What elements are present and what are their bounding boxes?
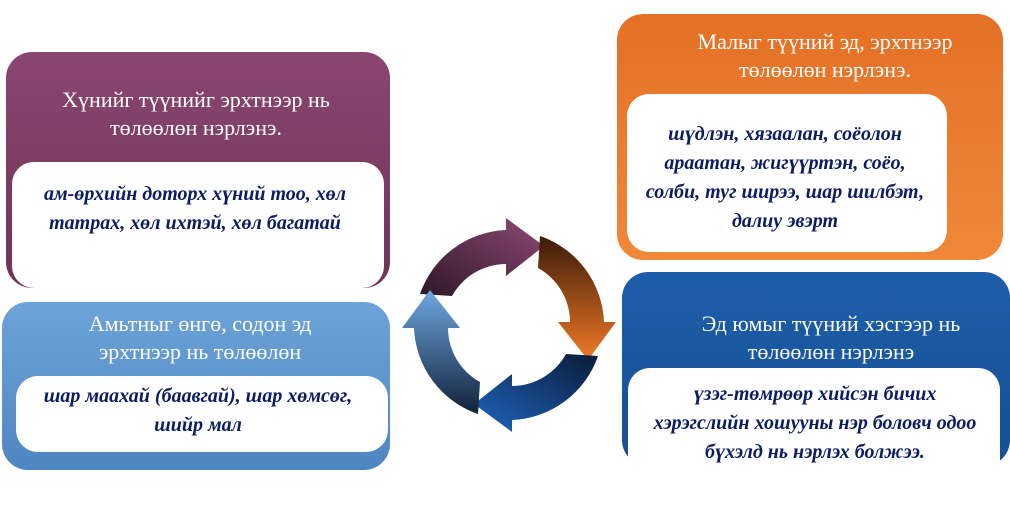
card-object-part-title: Эд юмыг түүний хэсгээр нь төлөөлөн нэрлэ…: [701, 311, 961, 364]
card-animal-color-inner: шар маахай (баавгай), шар хөмсөг, шийр м…: [16, 376, 388, 452]
cycle-arrow-light-blue: [402, 290, 480, 414]
card-livestock-organs-inner: шүдлэн, хязаалан, соёолон араатан, жигүү…: [627, 94, 947, 252]
card-animal-color-body: шар маахай (баавгай), шар хөмсөг, шийр м…: [43, 385, 353, 436]
card-animal-color-title: Амьтныг өнгө, содон эд эрхтнээр нь төлөө…: [88, 311, 312, 364]
card-livestock-organs: Малыг түүний эд, эрхтнээр төлөөлөн нэрлэ…: [617, 14, 1003, 260]
card-livestock-organs-title: Малыг түүний эд, эрхтнээр төлөөлөн нэрлэ…: [697, 29, 953, 82]
card-object-part-inner: үзэг-төмрөөр хийсэн бичих хэрэгслийн хош…: [628, 368, 1000, 504]
cycle-arrow-dark-blue: [474, 354, 598, 432]
cycle-arrows: [402, 218, 616, 432]
cycle-arrow-purple: [420, 218, 544, 296]
card-person-organs-body: ам-өрхийн доторх хүний тоо, хөл татрах, …: [43, 183, 347, 234]
card-object-part-body: үзэг-төмрөөр хийсэн бичих хэрэгслийн хош…: [653, 383, 977, 463]
card-person-organs-inner: ам-өрхийн доторх хүний тоо, хөл татрах, …: [12, 162, 384, 288]
card-livestock-organs-body: шүдлэн, хязаалан, соёолон араатан, жигүү…: [645, 123, 925, 232]
card-object-part: Эд юмыг түүний хэсгээр нь төлөөлөн нэрлэ…: [622, 272, 1010, 504]
cycle-arrow-orange: [538, 236, 616, 360]
card-animal-color: Амьтныг өнгө, содон эд эрхтнээр нь төлөө…: [2, 302, 390, 470]
card-person-organs-title: Хүнийг түүнийг эрхтнээр нь төлөөлөн нэрл…: [62, 87, 330, 140]
card-person-organs: Хүнийг түүнийг эрхтнээр нь төлөөлөн нэрл…: [6, 52, 390, 288]
